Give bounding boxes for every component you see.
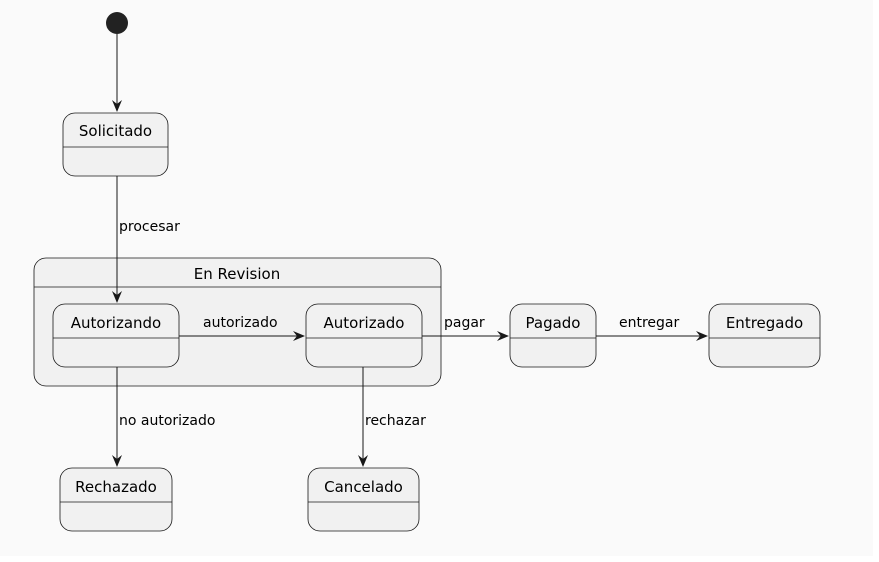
transition-label-autorizado: autorizado — [203, 315, 278, 331]
state-label: Autorizando — [71, 314, 161, 332]
transition-label-pagar: pagar — [444, 315, 485, 331]
state-label: Rechazado — [75, 478, 157, 496]
state-label: Cancelado — [324, 478, 403, 496]
transition-label-no-autorizado: no autorizado — [119, 413, 215, 429]
transition-label-procesar: procesar — [119, 219, 180, 235]
state-cancelado: Cancelado — [307, 467, 420, 532]
state-label: Pagado — [526, 314, 581, 332]
state-label: Solicitado — [79, 122, 152, 140]
state-entregado: Entregado — [708, 303, 821, 368]
state-rechazado: Rechazado — [59, 467, 173, 532]
state-solicitado: Solicitado — [62, 112, 169, 177]
state-pagado: Pagado — [509, 303, 597, 368]
state-autorizando: Autorizando — [52, 303, 180, 368]
composite-state-title: En Revision — [194, 265, 280, 283]
state-autorizado: Autorizado — [305, 303, 423, 368]
transition-label-entregar: entregar — [619, 315, 680, 331]
state-label: Autorizado — [324, 314, 405, 332]
transition-label-rechazar: rechazar — [365, 413, 426, 429]
initial-state-node — [106, 12, 128, 34]
state-label: Entregado — [726, 314, 803, 332]
